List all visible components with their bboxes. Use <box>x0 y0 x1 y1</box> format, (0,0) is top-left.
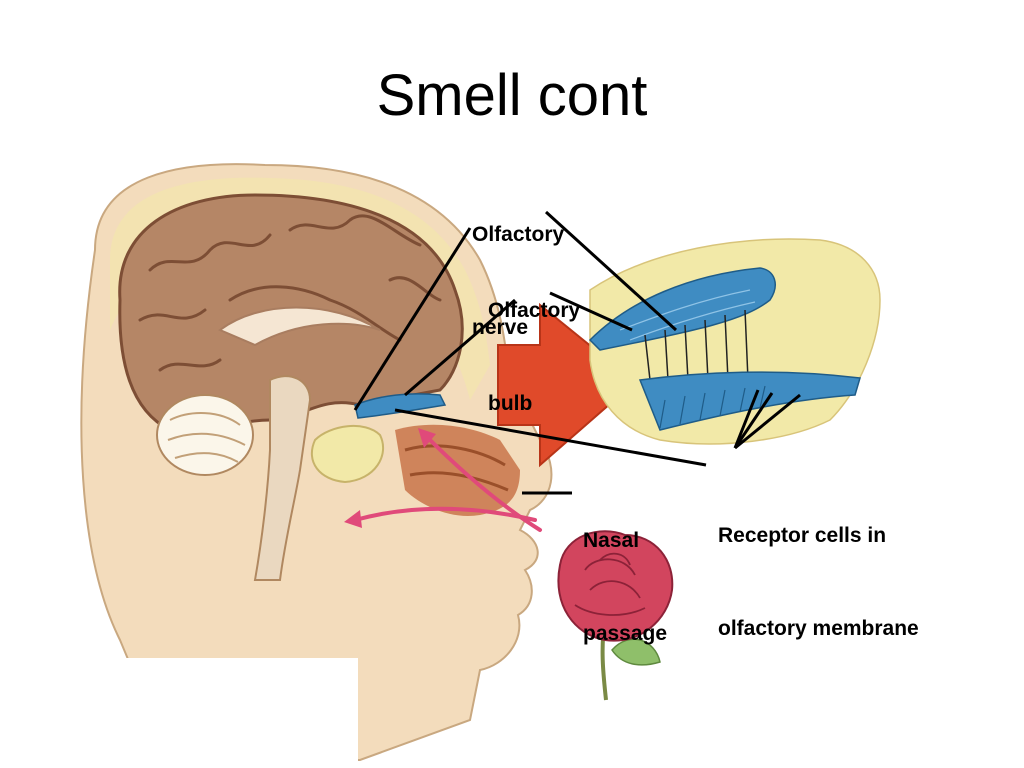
label-nasal-passage-line2: passage <box>583 622 668 645</box>
leader-receptor-1 <box>394 408 707 467</box>
inset-membrane <box>638 371 861 431</box>
label-olfactory-bulb-line2: bulb <box>488 392 533 415</box>
leader-receptor-2 <box>733 389 760 449</box>
rose-bloom <box>557 530 674 642</box>
olfactory-bulb-shape <box>354 393 447 419</box>
brain-folds <box>138 214 442 372</box>
cerebellum-folds <box>167 412 246 463</box>
airflow-arrows <box>353 433 542 532</box>
cerebellum <box>156 394 254 476</box>
nasal-conchae <box>404 444 509 492</box>
blank-area <box>0 658 358 768</box>
inset-nerve-fibers <box>644 309 749 381</box>
leader-lines <box>353 210 801 495</box>
airflow-arrowhead-left <box>344 510 362 528</box>
rose-petals <box>574 552 646 616</box>
leader-olfactory-bulb-1 <box>404 298 516 397</box>
leader-olfactory-nerve-1 <box>353 227 472 411</box>
inset-bulb <box>588 267 776 351</box>
sphenoid-bone <box>310 424 385 484</box>
zoom-arrow <box>497 302 637 468</box>
inset-bulb-texture <box>619 289 756 341</box>
brainstem <box>253 375 312 581</box>
corpus-callosum <box>218 306 381 347</box>
leader-receptor-4 <box>733 392 774 449</box>
label-receptor-cells: Receptor cells in olfactory membrane <box>718 458 919 675</box>
label-olfactory-bulb: Olfactory bulb <box>488 233 580 450</box>
inset-cilia <box>659 385 766 429</box>
label-receptor-cells-line2: olfactory membrane <box>718 617 919 640</box>
label-olfactory-bulb-line1: Olfactory <box>488 299 581 322</box>
slide-title: Smell cont <box>376 63 648 128</box>
label-olfactory-nerve-line2: nerve <box>472 316 529 339</box>
leader-receptor-3 <box>734 393 801 450</box>
rose-illustration <box>557 530 674 701</box>
label-olfactory-nerve-line1: Olfactory <box>472 223 565 246</box>
label-olfactory-nerve: Olfactory nerve <box>472 157 564 374</box>
label-nasal-passage: Nasal passage <box>583 463 667 680</box>
leader-olfactory-bulb-2 <box>549 291 633 332</box>
airflow-arrowhead-up <box>418 428 436 448</box>
label-receptor-cells-line1: Receptor cells in <box>718 524 887 547</box>
label-nasal-passage-line1: Nasal <box>583 529 640 552</box>
leader-olfactory-nerve-2 <box>544 210 678 332</box>
